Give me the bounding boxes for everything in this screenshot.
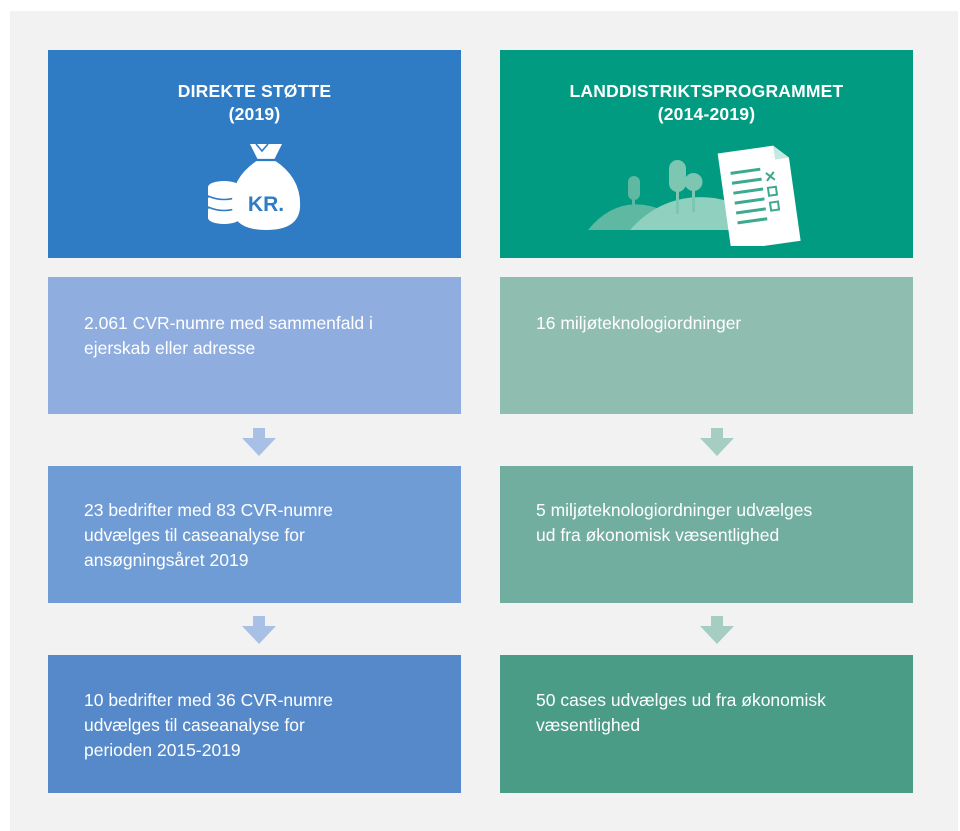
right-header-title: LANDDISTRIKTSPROGRAMMET (2014-2019) <box>500 80 913 126</box>
left-title-line-1: DIREKTE STØTTE <box>177 81 332 101</box>
right-title-line-1: LANDDISTRIKTSPROGRAMMET <box>569 81 844 101</box>
left-box-2-line-2: udvælges til caseanalyse for <box>84 525 305 545</box>
right-box-1: 16 miljøteknologiordninger <box>500 277 913 414</box>
right-header: LANDDISTRIKTSPROGRAMMET (2014-2019) <box>500 50 913 258</box>
left-box-3-line-2: udvælges til caseanalyse for <box>84 715 305 735</box>
left-header: DIREKTE STØTTE (2019) <box>48 50 461 258</box>
landscape-document-icon <box>584 134 804 251</box>
left-title-line-2: (2019) <box>228 104 281 124</box>
money-bag-coins-icon: KR. <box>198 138 308 239</box>
right-box-3: 50 cases udvælges ud fra økonomisk væsen… <box>500 655 913 793</box>
left-box-1-line-2: ejerskab eller adresse <box>84 338 256 358</box>
left-header-title: DIREKTE STØTTE (2019) <box>48 80 461 126</box>
left-box-2: 23 bedrifter med 83 CVR-numre udvælges t… <box>48 466 461 603</box>
right-box-2-line-1: 5 miljøteknologiordninger udvælges <box>536 500 813 520</box>
left-box-1: 2.061 CVR-numre med sammenfald i ejerska… <box>48 277 461 414</box>
right-box-2-line-2: ud fra økonomisk væsentlighed <box>536 525 780 545</box>
left-box-1-line-1: 2.061 CVR-numre med sammenfald i <box>84 313 373 333</box>
right-box-3-line-1: 50 cases udvælges ud fra økonomisk <box>536 690 826 710</box>
right-arrow-1 <box>700 428 734 461</box>
right-box-3-line-2: væsentlighed <box>536 715 641 735</box>
left-box-3: 10 bedrifter med 36 CVR-numre udvælges t… <box>48 655 461 793</box>
left-box-2-line-1: 23 bedrifter med 83 CVR-numre <box>84 500 333 520</box>
left-arrow-2 <box>242 616 276 649</box>
left-box-3-line-1: 10 bedrifter med 36 CVR-numre <box>84 690 333 710</box>
left-box-2-line-3: ansøgningsåret 2019 <box>84 550 249 570</box>
right-arrow-2 <box>700 616 734 649</box>
left-box-3-line-3: perioden 2015-2019 <box>84 740 241 760</box>
right-box-1-line-1: 16 miljøteknologiordninger <box>536 313 742 333</box>
right-title-line-2: (2014-2019) <box>657 104 756 124</box>
left-arrow-1 <box>242 428 276 461</box>
money-label: KR. <box>248 193 284 216</box>
right-box-2: 5 miljøteknologiordninger udvælges ud fr… <box>500 466 913 603</box>
